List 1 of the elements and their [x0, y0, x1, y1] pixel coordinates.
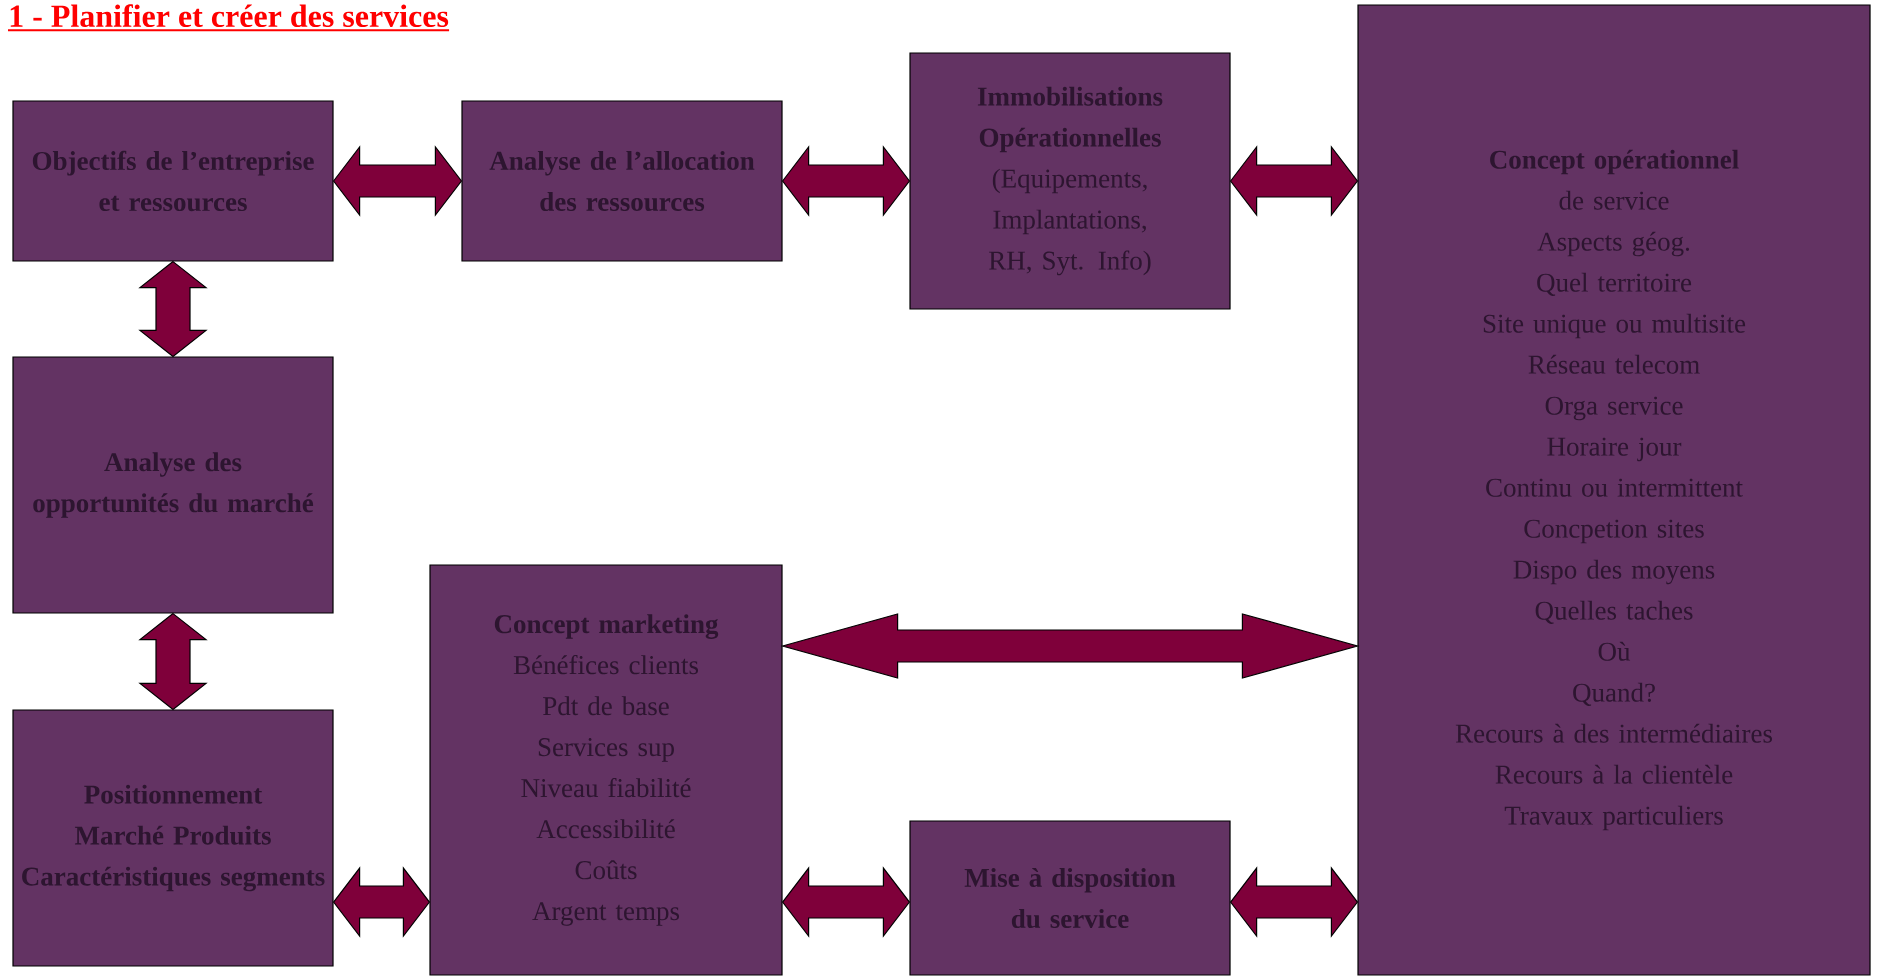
- title: 1 - Planifier et créer des services: [7, 4, 451, 32]
